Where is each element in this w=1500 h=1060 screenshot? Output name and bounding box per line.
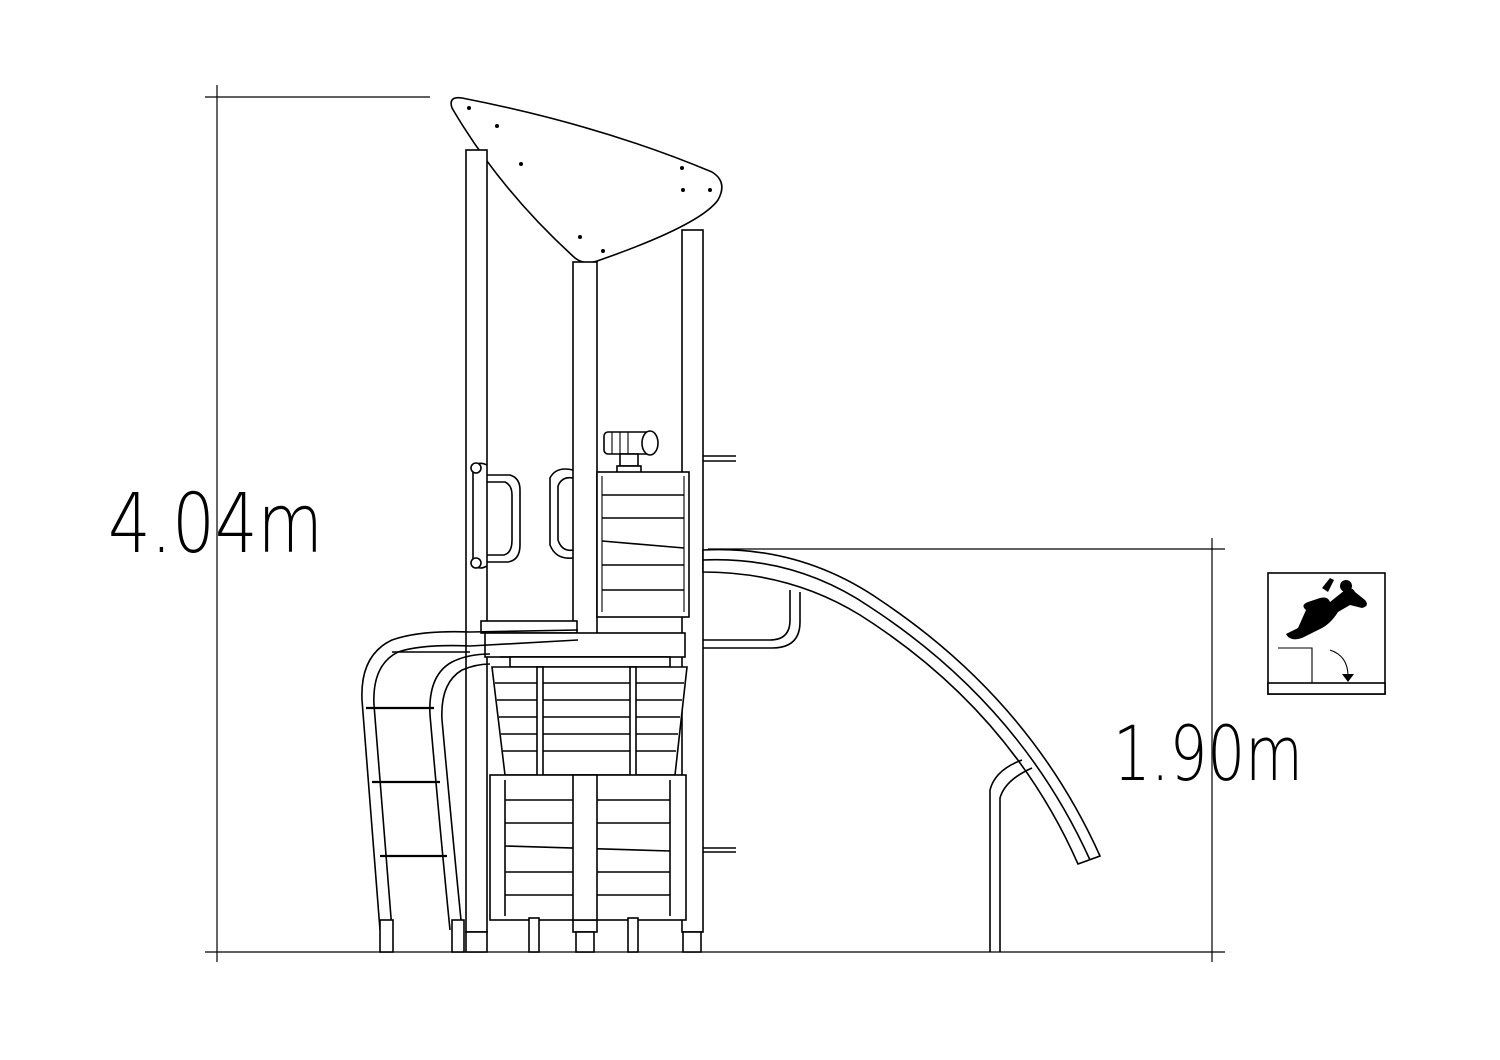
- telescope: [603, 430, 659, 477]
- overall-height-dimension: 4.04m: [108, 85, 430, 962]
- slide: [702, 548, 1102, 952]
- upper-panel: [596, 471, 690, 618]
- roof-canopy: [450, 96, 723, 264]
- lower-front-panel: [489, 774, 736, 953]
- ladder: [361, 629, 579, 953]
- lower-rear-panel: [491, 666, 688, 778]
- platform-height-dimension: 1.90m: [708, 538, 1303, 962]
- overall-height-label: 4.04m: [108, 477, 323, 572]
- climbing-handles: [470, 455, 736, 569]
- fall-height-pictogram: [1267, 572, 1386, 695]
- platform-height-label: 1.90m: [1113, 709, 1303, 798]
